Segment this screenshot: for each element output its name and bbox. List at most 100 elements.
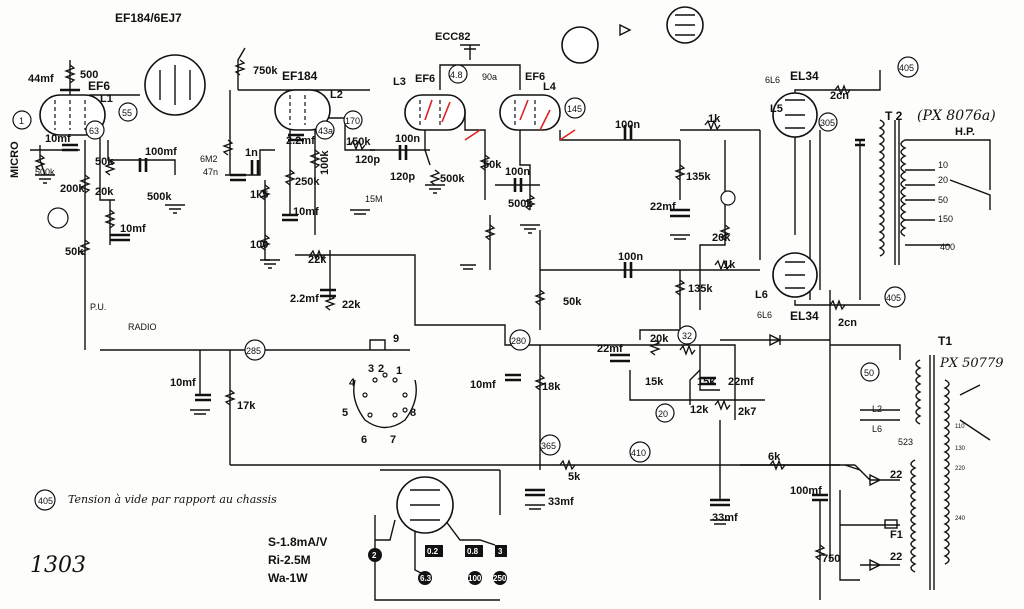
r-6m2-label: 6M2: [200, 154, 218, 164]
tubes: [39, 6, 818, 534]
pin-2: 2: [378, 363, 384, 375]
r-100k-label: 100k: [319, 150, 331, 175]
r-18k-label: 18k: [542, 381, 561, 393]
tube-pair-note-label: ECC82: [435, 31, 470, 43]
voltage-2: 63: [89, 126, 99, 136]
legend-text: Tension à vide par rapport au chassis: [68, 493, 277, 506]
r-20k-b-label: 20k: [712, 232, 731, 244]
t1-tap-l6: L6: [872, 424, 882, 434]
d-22-b-label: 22: [890, 551, 902, 563]
r-750-label: 750: [822, 553, 840, 565]
pin-4: 4: [349, 377, 356, 389]
r-1k-a-label: 1k: [708, 113, 721, 125]
diodes: [619, 23, 898, 572]
box-250: 250: [493, 574, 507, 583]
tube-v4-type-label: EF6: [525, 71, 545, 83]
c-100n-c-label: 100n: [615, 119, 640, 131]
tube-v2-type-label: EF184: [282, 69, 318, 83]
pin-8: 8: [410, 407, 416, 419]
r-6k-label: 6k: [768, 451, 781, 463]
r-15k-a-label: 15k: [645, 376, 664, 388]
c-100n-d-label: 100n: [618, 251, 643, 263]
resistors: [34, 59, 851, 561]
r-500k-c-label: 500k: [440, 173, 465, 185]
c-2-2mf-a-label: 2.2mf: [286, 135, 315, 147]
r-22k-b-label: 22k: [342, 299, 361, 311]
tap-400: 400: [940, 242, 955, 252]
micro-input-label: MICRO: [9, 141, 21, 178]
r-50k-b-label: 50k: [65, 246, 84, 258]
r-50k-d-label: 50k: [563, 296, 582, 308]
voltage-11: 305: [820, 118, 835, 128]
box-6-3: 6.3: [420, 574, 432, 583]
c-47n-label: 47n: [203, 167, 218, 177]
r-500k-b-label: 500k: [147, 191, 172, 203]
r-20k-c-label: 20k: [650, 333, 669, 345]
bottom-boxes: [368, 545, 507, 585]
t1-tap-110: 110: [955, 424, 965, 430]
c-120p-b-label: 120p: [390, 171, 415, 183]
voltage-6: 43a: [318, 126, 333, 136]
tube-v1-type-label: EF6: [88, 79, 110, 93]
voltage-13: 405: [886, 293, 901, 303]
tube-v3-type-label: EF6: [415, 73, 435, 85]
r-500k-d-label: 500k: [508, 198, 533, 210]
box-0-8: 0.8: [467, 547, 479, 556]
spec-line-2: Ri-2.5M: [268, 553, 311, 567]
pin-9: 9: [393, 333, 399, 345]
voltage-21: 50: [864, 368, 874, 378]
tube-v1-ref-label: L1: [100, 93, 113, 105]
t2-tap-label: H.P.: [955, 126, 975, 138]
r-22k-a-label: 22k: [308, 254, 327, 266]
r-50k-c-label: 50k: [483, 159, 502, 171]
voltage-4: 170: [345, 116, 360, 126]
c-10mf-c-label: 10mf: [293, 206, 319, 218]
t1-tap-240: 240: [955, 516, 966, 522]
pin-6: 6: [361, 434, 367, 446]
fuse-label: F1: [890, 529, 903, 541]
tube-v5-type-label: EL34: [790, 69, 819, 83]
voltage-5: 145: [567, 104, 582, 114]
tube-v6-type-label: EL34: [790, 309, 819, 323]
c-22mf-b-label: 22mf: [597, 343, 623, 355]
tap-150: 150: [938, 214, 953, 224]
wiring: [30, 45, 900, 601]
box-3: 3: [498, 547, 503, 556]
r-135k-a-label: 135k: [686, 171, 711, 183]
r-12k-label: 12k: [690, 404, 709, 416]
c-2-2mf-b-label: 2.2mf: [290, 293, 319, 305]
r-150k-label: 150k: [346, 136, 371, 148]
voltage-8: 90a: [482, 72, 497, 82]
t1-tap-523: 523: [898, 437, 913, 447]
t2-name: T 2: [885, 109, 903, 123]
r-750k-label: 750k: [253, 65, 278, 77]
voltage-1: 1: [19, 116, 24, 126]
voltage-20: 410: [631, 448, 646, 458]
r-2k7-label: 2k7: [738, 406, 756, 418]
tube-v1-alt-label: EF184/6EJ7: [115, 11, 182, 25]
tap-50: 50: [938, 195, 948, 205]
tube-l2: [274, 89, 331, 131]
pin-1: 1: [396, 365, 402, 377]
pin-7: 7: [390, 434, 396, 446]
c-44mf-label: 44mf: [28, 73, 54, 85]
box-100: 100: [468, 574, 482, 583]
t1-tap-l2: L2: [872, 404, 882, 414]
r-5k-label: 5k: [568, 471, 581, 483]
tap-20: 20: [938, 175, 948, 185]
c-22mf-a-label: 22mf: [650, 201, 676, 213]
r-100-label: 100: [250, 239, 268, 251]
c-120p-a-label: 120p: [355, 154, 380, 166]
radio-input-label: RADIO: [128, 322, 157, 332]
r-500-label: 500: [80, 69, 98, 81]
voltage-15: 285: [246, 346, 261, 356]
r-2cn-a-label: 2cn: [830, 90, 849, 102]
pin-5: 5: [342, 407, 348, 419]
din-socket: [353, 339, 417, 429]
voltage-7: 4.8: [450, 70, 463, 80]
r-15k-b-label: 15k: [697, 376, 716, 388]
voltage-10: 6L6: [765, 75, 780, 85]
r-250k-label: 250k: [295, 176, 320, 188]
voltage-19: 365: [541, 441, 556, 451]
